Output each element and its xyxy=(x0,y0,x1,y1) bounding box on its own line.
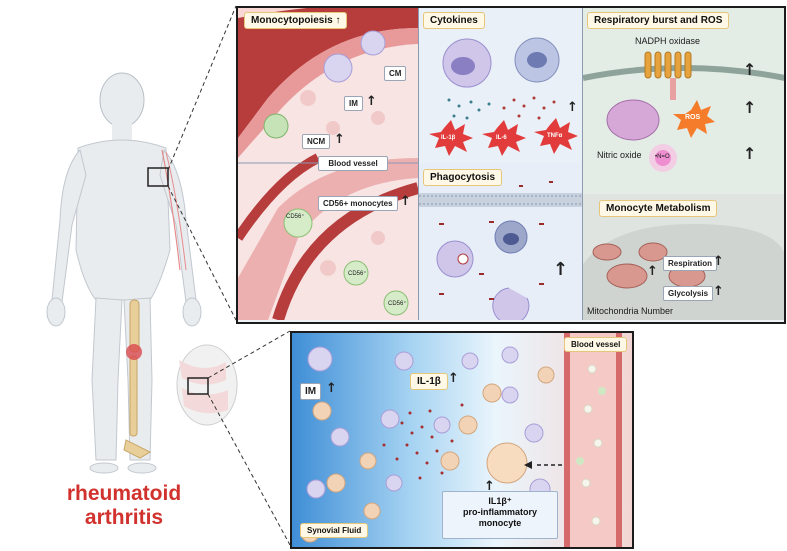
monocyte-line-2: pro-inflammatory xyxy=(462,507,537,517)
respiratory-illustration xyxy=(583,51,784,172)
cytokine-illustration xyxy=(429,37,578,156)
cd56-cell-label-1: CD56⁺ xyxy=(286,214,305,220)
monocyte-line-3: monocyte xyxy=(478,518,522,528)
synovial-il1b-up-arrow: ↑ xyxy=(448,371,459,386)
title-line-1: rheumatoid xyxy=(66,482,182,505)
phagocytosis-section: Phagocytosis ↑ xyxy=(418,163,583,320)
synovial-panel: IM ↑ IL-1β ↑ Blood vessel Synovial Fluid… xyxy=(290,331,634,549)
cd56-cell-label-2: CD56⁺ xyxy=(348,271,367,277)
synovial-im-label: IM xyxy=(300,383,322,400)
no-up-arrow: ↑ xyxy=(743,144,757,163)
metabolism-section: Monocyte Metabolism Respiration ↑ Glycol… xyxy=(582,194,784,320)
mitochondria-number-label: Mitochondria Number xyxy=(587,306,674,316)
respiratory-title: Respiratory burst and ROS xyxy=(587,12,730,29)
il6-label: IL-6 xyxy=(496,135,507,141)
cd56-up-arrow: ↑ xyxy=(400,194,411,209)
monocytopoiesis-title: Monocytopoiesis ↑ xyxy=(244,12,348,29)
respiratory-section: Respiratory burst and ROS NADPH oxidase … xyxy=(582,8,784,194)
human-body-figure xyxy=(46,72,202,474)
nadph-oxidase-label: NADPH oxidase xyxy=(635,36,701,46)
top-panel: Monocytopoiesis ↑ CM IM ↑ NCM ↑ Blood ve… xyxy=(236,6,786,324)
title-line-2: arthritis xyxy=(84,506,164,529)
ncm-label: NCM xyxy=(302,134,331,149)
cd56-cell-label-3: CD56⁺ xyxy=(388,301,407,307)
cytokines-section: Cytokines IL-1β IL-6 TNFα ↑ xyxy=(418,8,583,164)
im-label: IM xyxy=(344,96,363,111)
metabolism-title: Monocyte Metabolism xyxy=(599,200,718,217)
cm-label: CM xyxy=(384,66,407,81)
il1b-label: IL-1β xyxy=(441,135,456,141)
main-title: rheumatoid arthritis xyxy=(44,482,204,530)
respiration-label: Respiration xyxy=(663,256,718,271)
synovial-blood-vessel-label: Blood vessel xyxy=(564,337,628,352)
mito-up-arrow: ↑ xyxy=(647,264,658,279)
mitochondria-illustration xyxy=(583,224,784,320)
knee-joint-inset xyxy=(176,344,238,426)
glycolysis-label: Glycolysis xyxy=(663,286,714,301)
synovial-fluid-label: Synovial Fluid xyxy=(300,523,369,538)
cytokines-up-arrow: ↑ xyxy=(567,100,578,115)
tnfa-label: TNFα xyxy=(547,133,563,139)
glycolysis-up-arrow: ↑ xyxy=(713,284,724,299)
blood-vessel-illustration xyxy=(238,8,418,320)
cytokines-title: Cytokines xyxy=(423,12,485,29)
phagocytosis-illustration xyxy=(419,181,583,320)
nadph-up-arrow: ↑ xyxy=(743,60,757,79)
cd56-monocytes-label: CD56+ monocytes xyxy=(318,196,398,211)
monocyte-line-1: IL1β⁺ xyxy=(488,496,512,506)
ros-label: ROS xyxy=(685,114,701,121)
blood-vessel-label: Blood vessel xyxy=(318,156,388,171)
il1b-monocyte-box: IL1β⁺ pro-inflammatory monocyte xyxy=(442,491,558,539)
nitric-oxide-label: Nitric oxide xyxy=(597,150,642,160)
ncm-up-arrow: ↑ xyxy=(334,132,345,147)
monocyte-up-arrow: ↑ xyxy=(484,479,495,494)
ros-up-arrow: ↑ xyxy=(743,98,757,117)
phagocytosis-up-arrow: ↑ xyxy=(553,259,569,280)
synovial-il1b-label: IL-1β xyxy=(410,373,448,390)
phagocytosis-title: Phagocytosis xyxy=(423,169,503,186)
im-up-arrow: ↑ xyxy=(366,94,377,109)
respiration-up-arrow: ↑ xyxy=(713,254,724,269)
no-formula-label: •N=O xyxy=(655,154,670,160)
synovial-im-up-arrow: ↑ xyxy=(326,381,337,396)
